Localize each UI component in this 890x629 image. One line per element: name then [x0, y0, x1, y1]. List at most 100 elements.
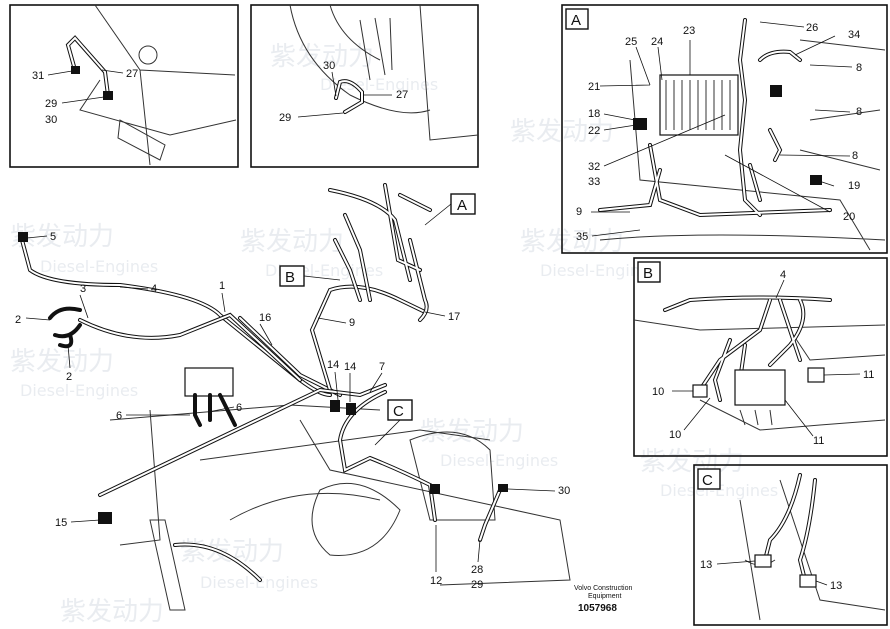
callout-4: 4	[780, 269, 786, 281]
callout-11: 11	[813, 435, 824, 447]
detail-frame	[561, 4, 888, 254]
detail-badge-a	[565, 8, 589, 30]
callout-13: 13	[700, 559, 712, 571]
frame-outline	[599, 39, 886, 251]
callout-25: 25	[625, 36, 637, 48]
callout-29: 29	[471, 579, 483, 591]
callout-10: 10	[652, 386, 664, 398]
clamp-14	[346, 403, 356, 415]
leader-lines	[25, 235, 556, 572]
fitting-29	[103, 91, 113, 100]
callout-27: 27	[126, 68, 138, 80]
inset-detail-1: 31 27 29 30	[9, 4, 239, 168]
leader-lines	[297, 71, 392, 118]
callout-19: 19	[848, 180, 860, 192]
fitting-outline	[138, 45, 158, 65]
leader-lines	[591, 21, 853, 237]
callout-14: 14	[344, 361, 356, 373]
callout-4: 4	[151, 283, 157, 295]
callout-30: 30	[558, 485, 570, 497]
detail-frame	[693, 464, 888, 626]
pump-outline	[311, 482, 401, 556]
callout-3: 3	[80, 283, 86, 295]
callout-24: 24	[651, 36, 663, 48]
watermark-cn: 紫发动力	[60, 597, 164, 627]
watermark-layer: 紫发动力 Diesel-Engines 紫发动力 Diesel-Engines …	[10, 42, 778, 627]
harness-assembly	[328, 183, 432, 322]
callout-2: 2	[15, 314, 21, 326]
valve-ports	[739, 409, 773, 426]
watermark-en: Diesel-Engines	[660, 481, 778, 500]
watermark-cn: 紫发动力	[640, 447, 744, 477]
leader-lines	[672, 279, 861, 437]
callout-8: 8	[852, 150, 858, 162]
control-unit-ribs	[665, 80, 731, 130]
connector-5	[18, 232, 28, 242]
callout-20: 20	[843, 211, 855, 223]
detail-badge-label: C	[702, 472, 713, 489]
connector-11	[807, 367, 825, 383]
watermark-en: Diesel-Engines	[540, 261, 658, 280]
callout-21: 21	[588, 81, 600, 93]
valve-block-6	[184, 367, 234, 397]
connector-10	[692, 384, 708, 398]
caption-company-line2: Equipment	[588, 593, 622, 600]
valve-hoses	[193, 393, 237, 427]
callout-30: 30	[45, 114, 57, 126]
sensor-15	[98, 512, 112, 524]
watermark-en: Diesel-Engines	[320, 75, 438, 94]
detail-b-panel: B 4 10 11 10 11	[633, 257, 888, 457]
inset-detail-2: 30 27 29	[250, 4, 479, 168]
fitting-12	[430, 484, 440, 494]
watermark-en: Diesel-Engines	[40, 257, 158, 276]
callout-31: 31	[32, 70, 44, 82]
callout-29: 29	[45, 98, 57, 110]
watermark-cn: 紫发动力	[10, 347, 114, 377]
callout-11: 11	[863, 369, 874, 381]
watermark-cn: 紫发动力	[520, 227, 624, 257]
callout-13: 13	[830, 580, 842, 592]
detail-a-panel: A 26 25 24 23 34 8 21 18 8 22 8 32 33 19…	[561, 4, 888, 254]
hose-9	[309, 284, 427, 392]
callout-7: 7	[379, 361, 385, 373]
callout-1: 1	[219, 280, 225, 292]
watermark-en: Diesel-Engines	[20, 381, 138, 400]
watermark-en: Diesel-Engines	[440, 451, 558, 470]
callout-17: 17	[448, 311, 460, 323]
detail-badge-c	[697, 468, 721, 490]
hose-16	[238, 316, 342, 397]
callout-28: 28	[471, 564, 483, 576]
callout-26: 26	[806, 22, 818, 34]
callout-32: 32	[588, 161, 600, 173]
bracket-15-outline	[149, 519, 186, 611]
detail-c-panel: C 13 13	[693, 464, 888, 626]
caption-drawing-number: 1057968	[578, 603, 617, 614]
connector-8	[770, 85, 782, 97]
drawing-caption: Volvo Construction Equipment 1057968	[574, 585, 632, 614]
callout-35: 35	[576, 231, 588, 243]
inset-frame	[250, 4, 479, 168]
connector-13	[754, 554, 772, 568]
leader-lines	[716, 560, 828, 586]
callout-9: 9	[349, 317, 355, 329]
callout-22: 22	[588, 125, 600, 137]
callout-6: 6	[236, 402, 242, 414]
callout-2: 2	[66, 371, 72, 383]
hose-2-3	[48, 306, 82, 349]
connector-13	[799, 574, 817, 588]
engine-outline	[289, 4, 479, 141]
watermark-en: Diesel-Engines	[200, 573, 318, 592]
leader-lines	[47, 69, 124, 104]
callout-33: 33	[588, 176, 600, 188]
detail-badge-label: B	[643, 265, 653, 282]
inset-frame	[9, 4, 239, 168]
callout-34: 34	[848, 29, 860, 41]
callout-27: 27	[396, 89, 408, 101]
detail-badge-b	[637, 261, 661, 283]
callout-9: 9	[576, 206, 582, 218]
pipes-background	[359, 17, 393, 81]
frame-outline	[633, 319, 886, 431]
callout-6: 6	[116, 410, 122, 422]
